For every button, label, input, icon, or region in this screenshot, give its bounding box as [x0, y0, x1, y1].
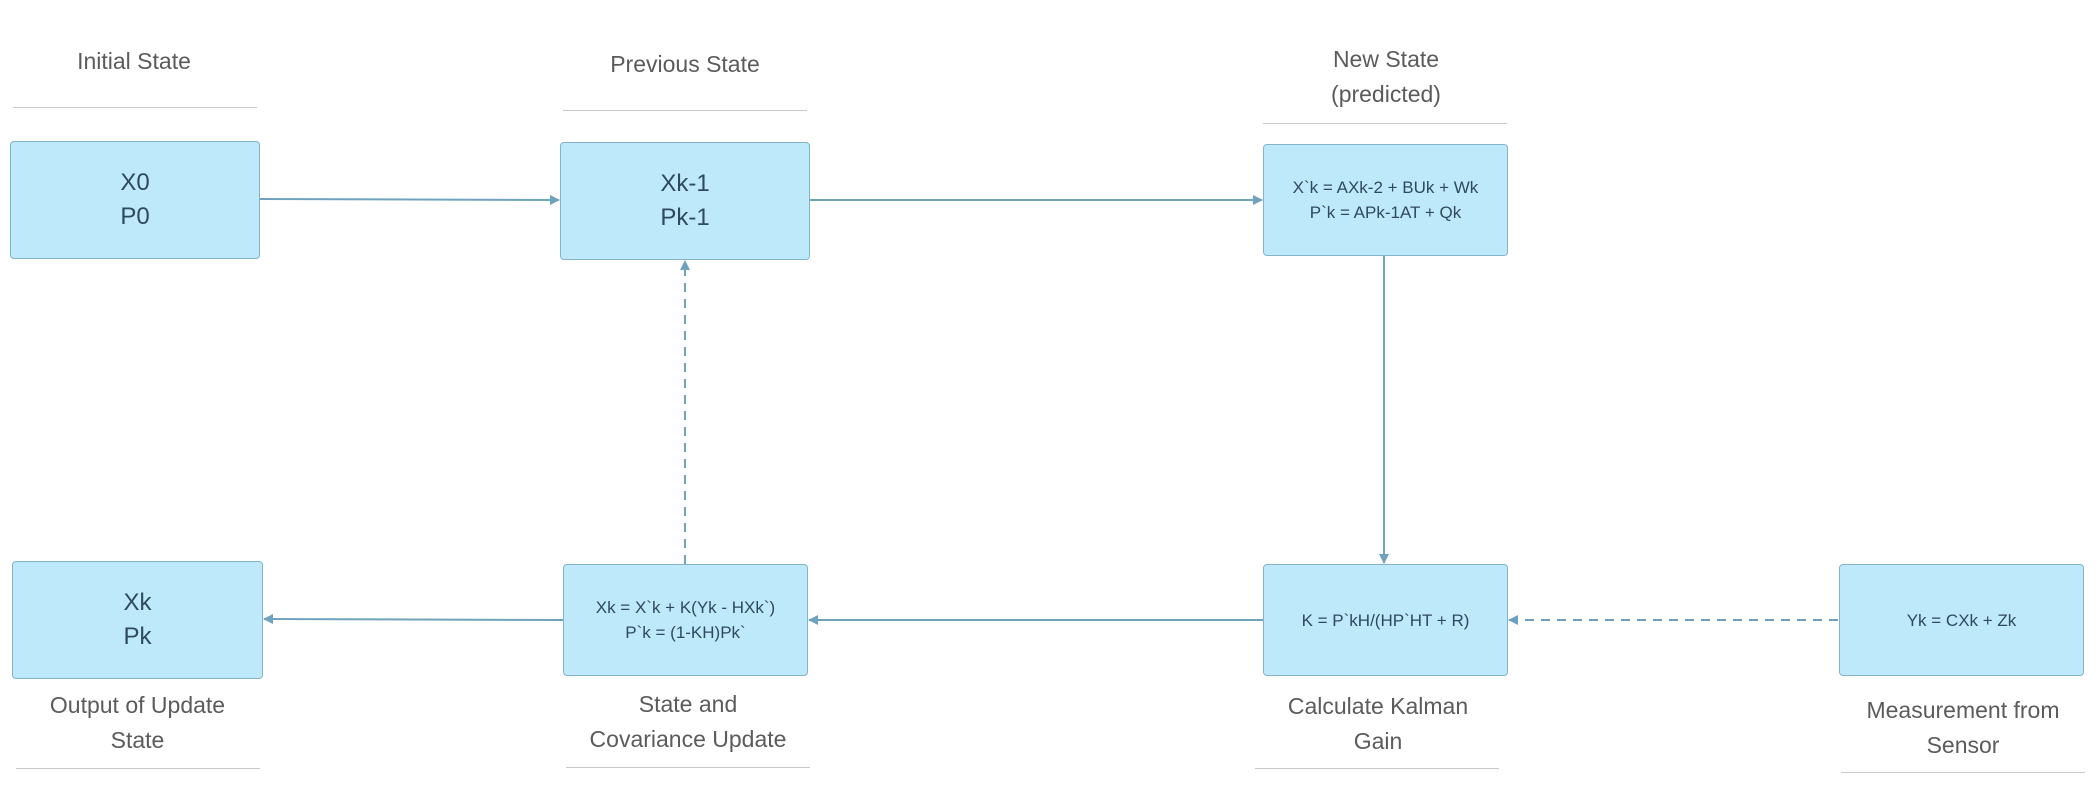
divider-new-state [1263, 123, 1507, 124]
node-previous-state: Xk-1 Pk-1 [560, 142, 810, 260]
caption-line: (predicted) [1331, 81, 1441, 107]
caption-initial-state: Initial State [10, 44, 258, 79]
node-state-covariance-update: Xk = X`k + K(Yk - HXk`) P`k = (1-KH)Pk` [563, 564, 808, 676]
node-line: Xk = X`k + K(Yk - HXk`) [595, 598, 776, 617]
node-line: P0 [120, 203, 150, 230]
caption-line: Previous State [610, 51, 760, 77]
node-line: P`k = (1-KH)Pk` [625, 623, 746, 642]
node-output-state: Xk Pk [12, 561, 263, 679]
caption-measurement: Measurement from Sensor [1838, 693, 2088, 763]
caption-line: Sensor [1926, 732, 2000, 758]
caption-line: Measurement from [1866, 697, 2060, 723]
node-line: Pk-1 [660, 204, 710, 231]
node-measurement: Yk = CXk + Zk [1839, 564, 2084, 676]
node-line: Pk [123, 623, 152, 650]
divider-state-covariance-update [566, 767, 810, 768]
caption-line: Calculate Kalman [1287, 693, 1469, 719]
caption-line: Covariance Update [589, 726, 787, 752]
divider-previous-state [563, 110, 807, 111]
caption-new-state: New State (predicted) [1262, 42, 1510, 112]
node-kalman-gain: K = P`kH/(HP`HT + R) [1263, 564, 1508, 676]
caption-output-state: Output of Update State [12, 688, 263, 758]
caption-line: Initial State [77, 48, 191, 74]
node-line: X`k = AXk-2 + BUk + Wk [1292, 178, 1479, 197]
node-line: Yk = CXk + Zk [1906, 610, 2017, 630]
divider-initial-state [13, 107, 257, 108]
node-line: X0 [120, 169, 150, 196]
node-line: Xk [123, 589, 152, 616]
node-line: K = P`kH/(HP`HT + R) [1301, 610, 1470, 630]
node-predicted-state: X`k = AXk-2 + BUk + Wk P`k = APk-1AT + Q… [1263, 144, 1508, 256]
caption-kalman-gain: Calculate Kalman Gain [1254, 689, 1502, 759]
caption-state-covariance-update: State and Covariance Update [563, 687, 813, 757]
node-line: Xk-1 [660, 170, 710, 197]
caption-line: State and [638, 691, 738, 717]
caption-line: Output of Update [49, 692, 226, 718]
caption-line: New State [1332, 46, 1440, 72]
caption-previous-state: Previous State [561, 47, 809, 82]
divider-measurement [1841, 772, 2085, 773]
divider-kalman-gain [1255, 768, 1499, 769]
arrow-initial-to-previous [259, 194, 560, 205]
caption-line: Gain [1353, 728, 1403, 754]
arrow-update-to-output [263, 614, 564, 625]
divider-output-state [16, 768, 260, 769]
caption-line: State [110, 727, 165, 753]
node-initial-state: X0 P0 [10, 141, 260, 259]
node-line: P`k = APk-1AT + Qk [1309, 203, 1462, 222]
